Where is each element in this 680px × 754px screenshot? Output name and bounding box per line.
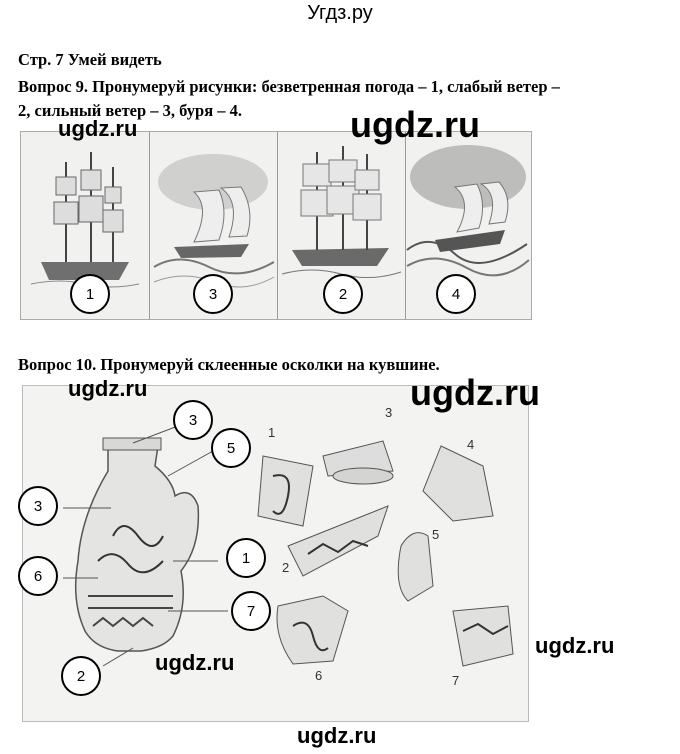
jug-callout-circle-5: 6 [18, 556, 58, 596]
watermark-small-3: ugdz.ru [535, 633, 615, 658]
question-9-line-2: 2, сильный ветер – 3, буря – 4. [18, 101, 243, 120]
watermark-big-2: ugdz.ru [410, 372, 540, 413]
watermark-small-2: ugdz.ru [68, 376, 148, 401]
ship-panel-strong-wind [149, 132, 278, 319]
answer-circle-4: 4 [436, 274, 476, 314]
answer-circle-2: 3 [193, 274, 233, 314]
answer-circle-3: 2 [323, 274, 363, 314]
watermark-small-5: ugdz.ru [297, 723, 377, 748]
shard-label-5: 5 [432, 527, 440, 542]
jug-callout-circle-1: 3 [173, 400, 213, 440]
watermark-small-4: ugdz.ru [155, 650, 235, 675]
page-heading: Стр. 7 Умей видеть [18, 50, 162, 69]
question-10-title: Вопрос 10. Пронумеруй склеенные осколки … [18, 355, 440, 374]
question-9-line-1: Вопрос 9. Пронумеруй рисунки: безветренн… [18, 77, 560, 96]
shard-label-7: 7 [452, 673, 460, 688]
shard-label-6: 6 [315, 668, 323, 683]
watermark-small-1: ugdz.ru [58, 116, 138, 141]
answer-circle-1: 1 [70, 274, 110, 314]
jug-callout-circle-7: 2 [61, 656, 101, 696]
jug-callout-circle-4: 1 [226, 538, 266, 578]
shard-label-2: 2 [282, 560, 290, 575]
ship-panel-storm [405, 132, 531, 319]
jug-illustration [22, 385, 529, 722]
jug-callout-circle-3: 3 [18, 486, 58, 526]
shard-label-1: 1 [268, 425, 276, 440]
jug-callout-circle-2: 5 [211, 428, 251, 468]
jug-callout-circle-6: 7 [231, 591, 271, 631]
jug-drawing [63, 425, 514, 667]
shard-label-3: 3 [385, 405, 393, 420]
ship-panel-calm [21, 132, 150, 319]
ship-panel-light-wind [277, 132, 406, 319]
shard-label-4: 4 [467, 437, 475, 452]
watermark-big-1: ugdz.ru [350, 104, 480, 145]
site-title: Угдз.ру [307, 2, 373, 24]
